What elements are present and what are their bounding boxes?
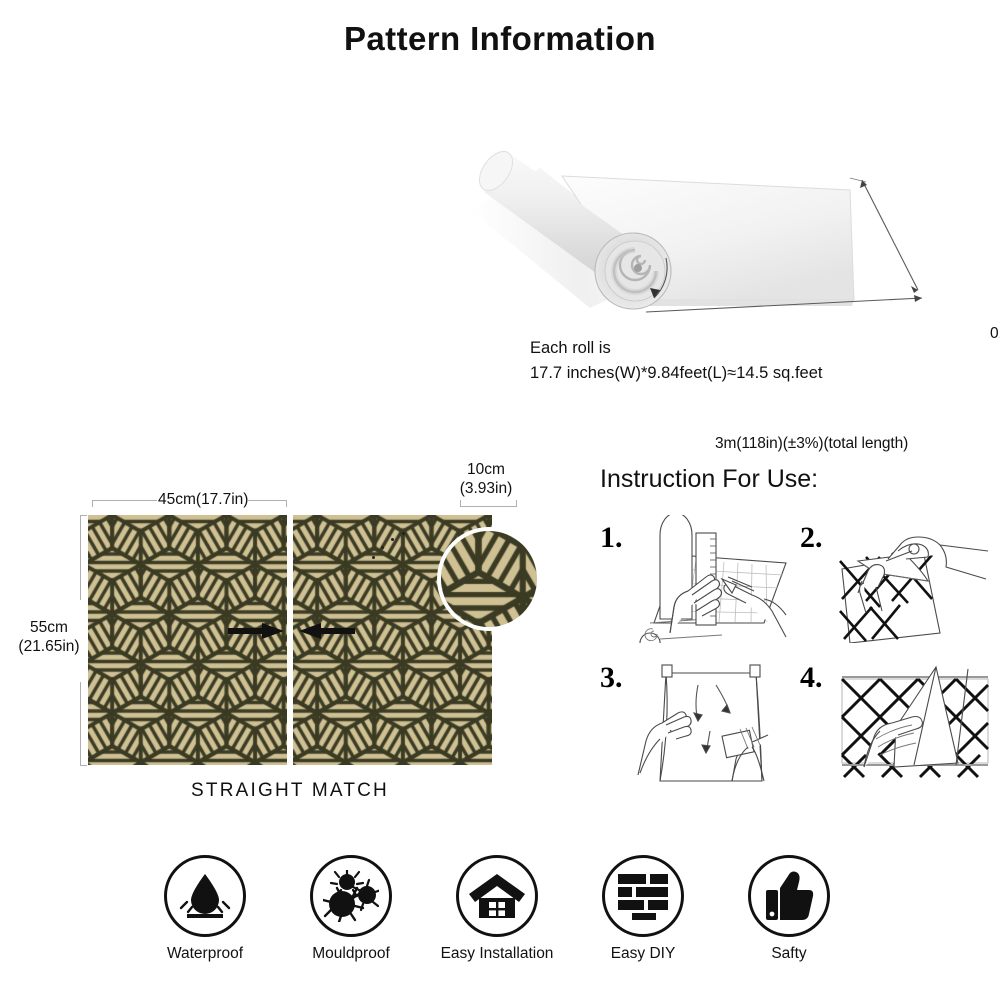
germ-icon	[323, 870, 379, 922]
thumbs-up-icon	[766, 871, 814, 920]
step-3-number: 3.	[600, 661, 623, 694]
feature-mouldproof-label: Mouldproof	[312, 945, 390, 962]
roll-note-line-1: Each roll is	[530, 339, 611, 357]
pattern-detail-swatch	[441, 531, 537, 627]
height-dim-tick-top	[80, 515, 87, 516]
pattern-detail-magnifier	[437, 527, 541, 631]
detail-size-label: 10cm (3.93in)	[440, 460, 532, 498]
waterproof-badge-circle	[164, 855, 246, 937]
roll-note: Each roll is 17.7 inches(W)*9.84feet(L)≈…	[530, 336, 1000, 386]
wallpaper-roll-illustration	[470, 150, 923, 313]
feature-safety: Safty	[714, 855, 864, 963]
step-1-number: 1.	[600, 521, 623, 554]
pattern-height-label: 55cm (21.65in)	[18, 618, 80, 656]
peel-backing-icon	[839, 536, 989, 643]
instructions-title: Instruction For Use:	[600, 465, 819, 493]
width-dim-tick-left	[92, 500, 93, 507]
press-onto-wall-icon	[840, 665, 990, 779]
feature-safety-label: Safty	[771, 945, 807, 962]
apply-and-smooth-icon	[637, 664, 769, 782]
easy-diy-badge-circle	[602, 855, 684, 937]
brick-wall-icon	[618, 874, 668, 920]
feature-badges: Waterproof	[130, 855, 890, 975]
feature-easy-installation-label: Easy Installation	[440, 945, 554, 962]
step-4-number: 4.	[800, 661, 823, 694]
feature-easy-installation: Easy Installation	[422, 855, 572, 963]
water-drop-icon	[179, 874, 231, 918]
easy-installation-badge-circle	[456, 855, 538, 937]
feature-easy-diy-label: Easy DIY	[610, 945, 676, 962]
pattern-panel-left	[88, 515, 287, 765]
pattern-panel-right	[293, 515, 492, 765]
pattern-height-label-line-1: 55cm	[30, 619, 68, 636]
width-dim-line-left	[92, 500, 157, 501]
pattern-height-label-line-2: (21.65in)	[18, 638, 80, 655]
pattern-swatch-left	[88, 515, 287, 765]
detail-dim-tick-right	[516, 500, 517, 507]
height-dim-tick-bottom	[80, 765, 87, 766]
pattern-width-label: 45cm(17.7in)	[158, 491, 249, 509]
roll-length-label: 3m(118in)(±3%)(total length)	[715, 435, 909, 452]
height-dim-line-bottom	[80, 682, 81, 765]
detail-size-label-line-2: (3.93in)	[459, 480, 513, 497]
roll-width-label: 0.45m(17.7in)(width)	[990, 325, 1000, 342]
roll-diagram-section: 0.45m(17.7in)(width) 3m(118in)(±3%)(tota…	[470, 140, 1000, 452]
detail-dim-line	[460, 506, 516, 507]
feature-mouldproof: Mouldproof	[276, 855, 426, 963]
detail-size-label-line-1: 10cm	[467, 461, 505, 478]
feature-waterproof: Waterproof	[130, 855, 280, 963]
width-dim-line-right	[240, 500, 287, 501]
feature-waterproof-label: Waterproof	[166, 945, 244, 962]
safety-badge-circle	[748, 855, 830, 937]
width-dim-tick-right	[286, 500, 287, 507]
instructions-section: Instruction For Use: 1.	[595, 455, 1000, 815]
page-title: Pattern Information	[344, 20, 656, 57]
detail-dim-tick-left	[460, 500, 461, 507]
height-dim-line-top	[80, 515, 81, 600]
house-icon	[469, 874, 525, 918]
step-2-number: 2.	[800, 521, 823, 554]
measure-and-cut-icon	[639, 515, 787, 643]
match-arrow-right	[299, 622, 355, 640]
instruction-step-4: 4.	[800, 655, 996, 785]
magnifier-leader-dots	[372, 528, 412, 568]
instruction-step-2: 2.	[800, 515, 996, 645]
roll-note-line-2: 17.7 inches(W)*9.84feet(L)≈14.5 sq.feet	[530, 364, 823, 382]
match-arrow-left	[228, 622, 284, 640]
mouldproof-badge-circle	[310, 855, 392, 937]
instruction-step-3: 3.	[600, 655, 796, 785]
pattern-match-section: 45cm(17.7in) 55cm (21.65in) 10cm (3.93in…	[0, 450, 560, 820]
straight-match-label: STRAIGHT MATCH	[191, 780, 389, 801]
feature-easy-diy: Easy DIY	[568, 855, 718, 963]
instruction-step-1: 1.	[600, 515, 796, 645]
